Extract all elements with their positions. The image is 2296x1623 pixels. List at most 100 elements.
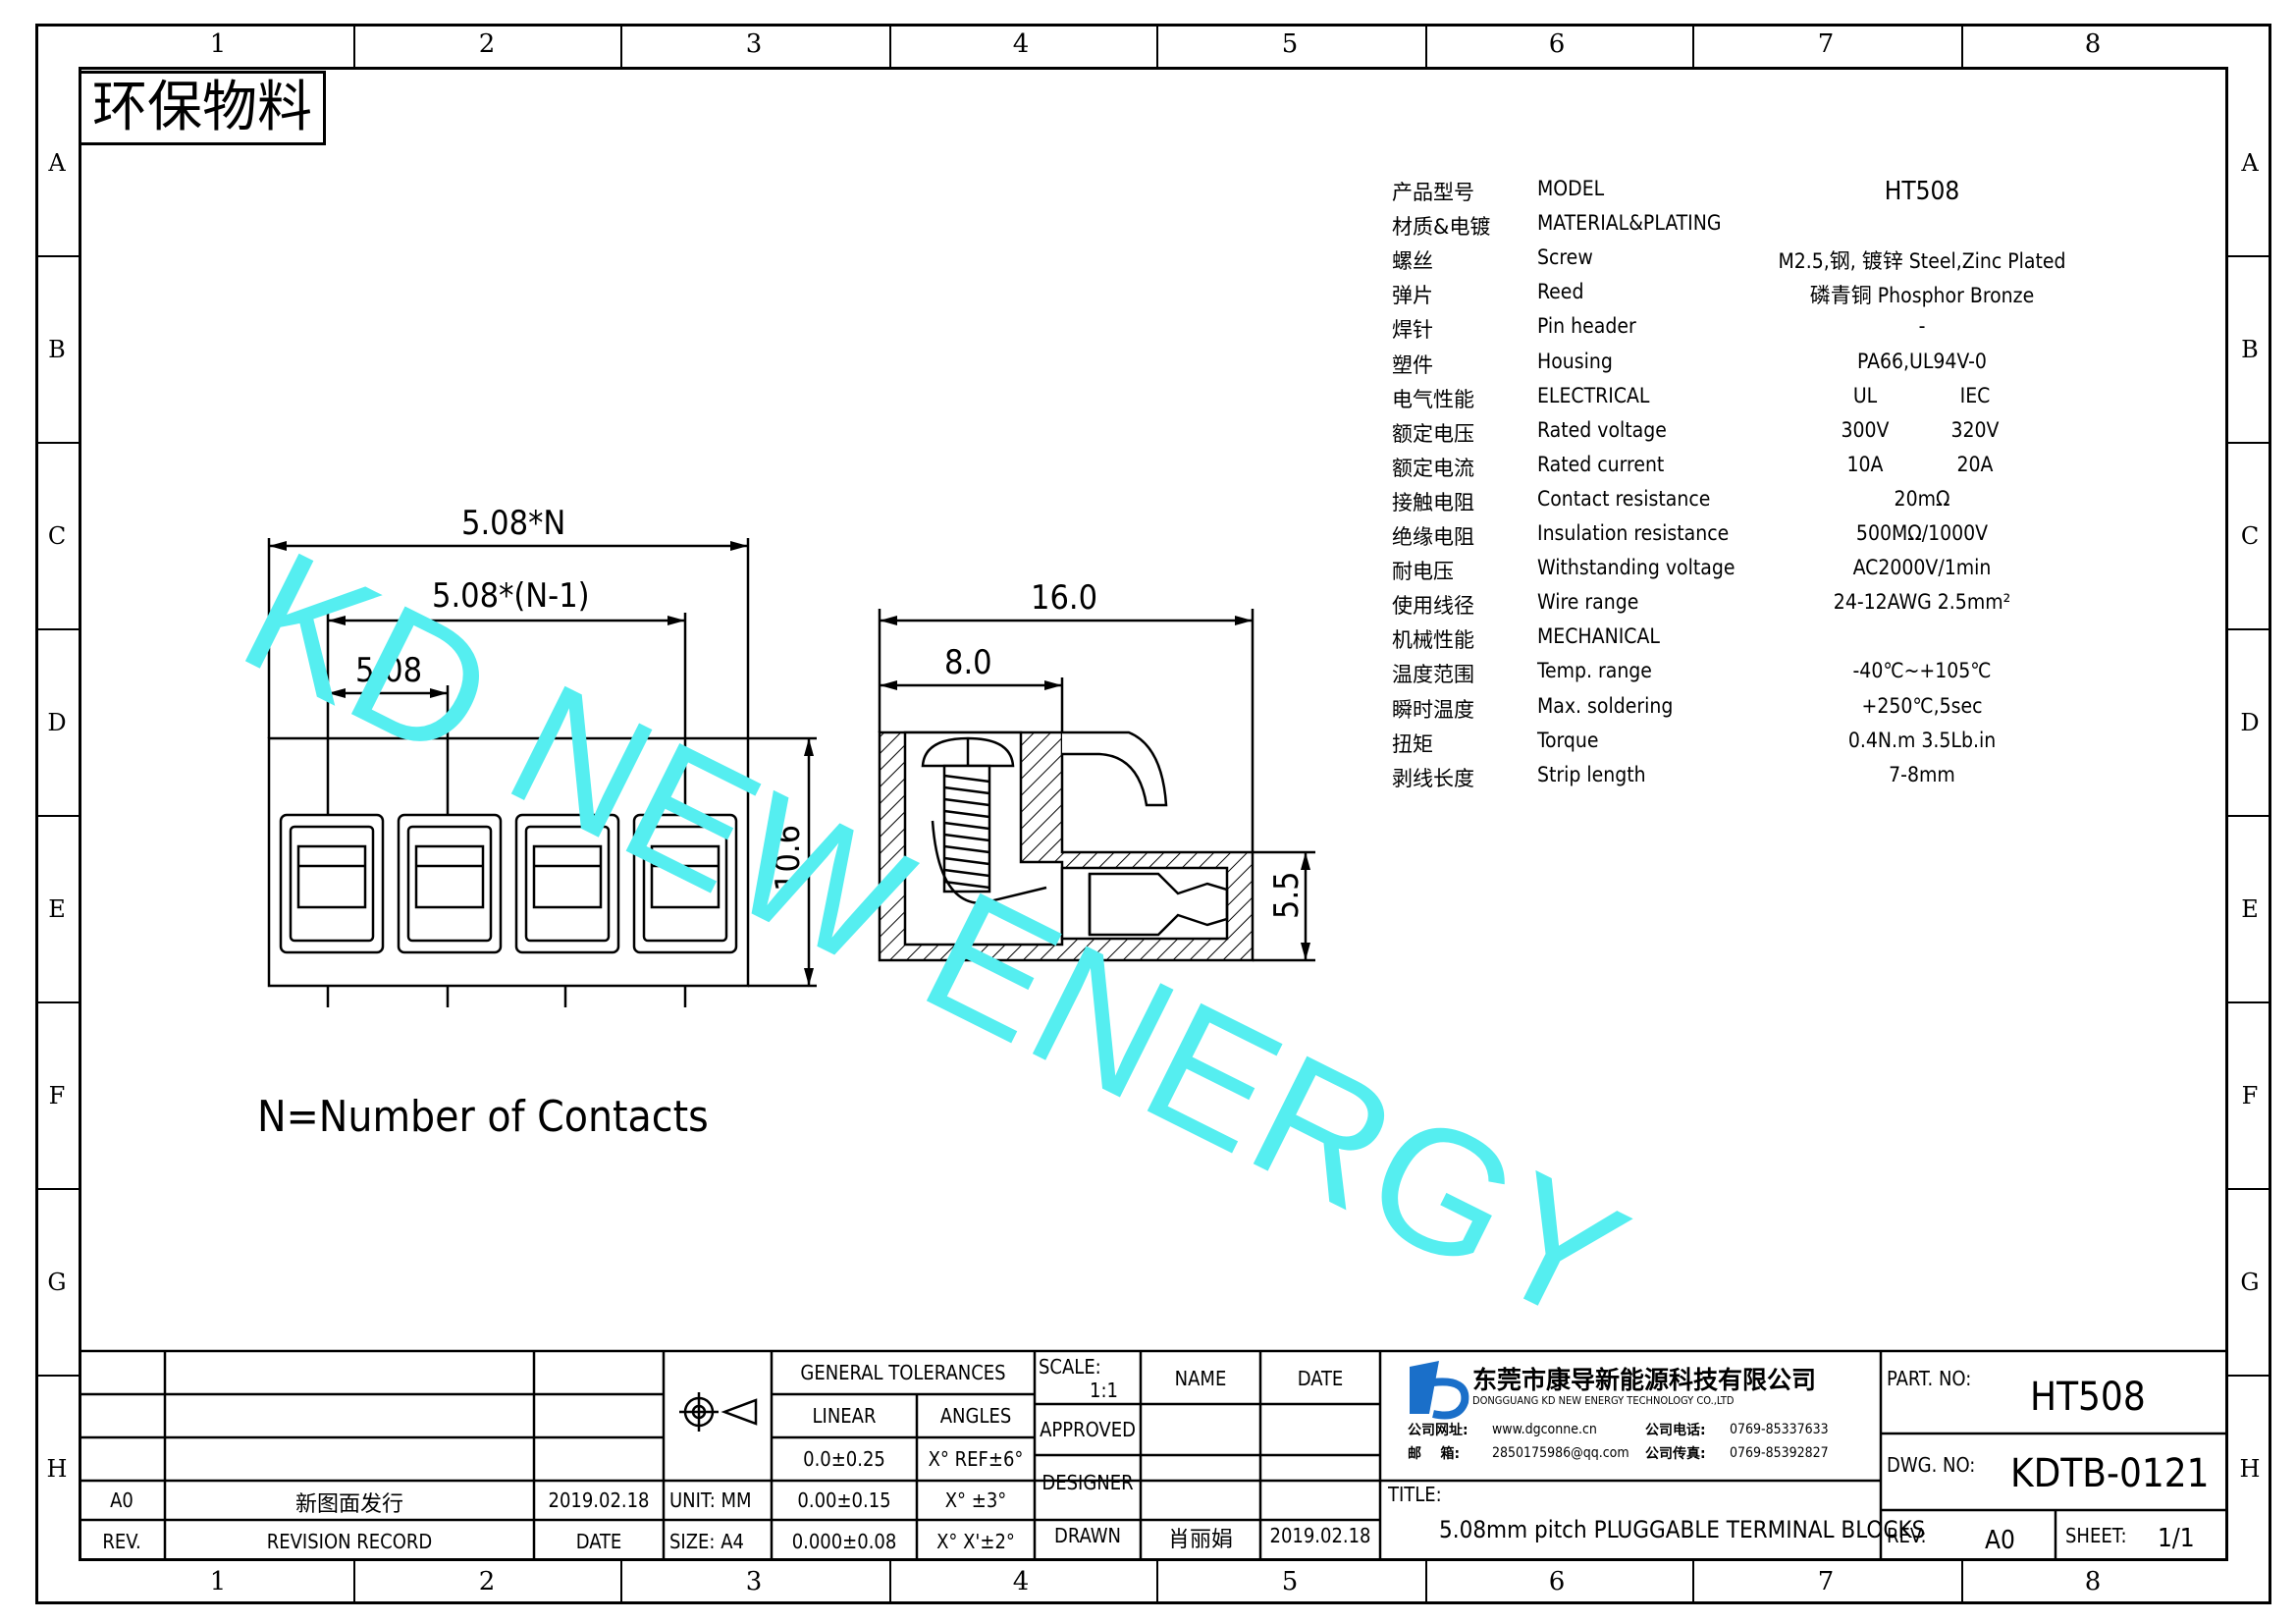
eco-material-label: 环保物料 bbox=[79, 71, 326, 145]
zone-row-B-l: B bbox=[48, 336, 66, 363]
zone-tick bbox=[2228, 1001, 2271, 1003]
tol-angle-2: X° ±3° bbox=[944, 1488, 1007, 1512]
zone-row-H-l: H bbox=[46, 1455, 68, 1483]
spec-cn: 瞬时温度 bbox=[1392, 697, 1474, 722]
angles-label: ANGLES bbox=[939, 1404, 1012, 1428]
spec-cn: 电气性能 bbox=[1392, 387, 1474, 411]
linear-label: LINEAR bbox=[812, 1404, 877, 1428]
contact-opening bbox=[414, 844, 485, 909]
zone-tick bbox=[620, 1561, 622, 1604]
zone-tick bbox=[35, 1001, 79, 1003]
projection-symbol-icon bbox=[679, 1392, 758, 1432]
zone-col-6-top: 6 bbox=[1548, 29, 1566, 59]
tol-linear-1: 0.0±0.25 bbox=[803, 1447, 885, 1471]
general-tolerances-label: GENERAL TOLERANCES bbox=[800, 1361, 1006, 1384]
contact-opening bbox=[279, 813, 385, 954]
spec-val1: 300V bbox=[1841, 417, 1890, 442]
tel: 0769-85337633 bbox=[1730, 1422, 1829, 1437]
contact-opening bbox=[524, 825, 611, 943]
spec-val1: PA66,UL94V-0 bbox=[1857, 349, 1987, 373]
spec-val1: 0.4N.m 3.5Lb.in bbox=[1847, 728, 1997, 752]
rev2-label: REV: bbox=[1887, 1524, 1927, 1547]
zone-row-D-l: D bbox=[47, 709, 67, 736]
zone-col-3-bot: 3 bbox=[745, 1567, 763, 1596]
screw-thread bbox=[943, 844, 990, 854]
dwg-no-label: DWG. NO: bbox=[1887, 1453, 1976, 1477]
zone-col-6-bot: 6 bbox=[1548, 1567, 1566, 1596]
sheet-value: 1/1 bbox=[2158, 1524, 2195, 1553]
spec-en: Max. soldering bbox=[1537, 693, 1674, 718]
zone-tick bbox=[889, 1561, 891, 1604]
zone-tick bbox=[35, 628, 79, 630]
mail: 2850175986@qq.com bbox=[1492, 1445, 1629, 1461]
spec-cn: 塑件 bbox=[1392, 352, 1433, 377]
zone-tick bbox=[1425, 24, 1427, 67]
spec-val1: HT508 bbox=[1884, 177, 1960, 206]
contacts-note: N=Number of Contacts bbox=[257, 1092, 709, 1142]
front-view bbox=[267, 538, 817, 1007]
zone-row-A-r: A bbox=[2241, 149, 2259, 177]
tol-linear-3: 0.000±0.08 bbox=[791, 1530, 897, 1553]
zone-row-B-r: B bbox=[2241, 336, 2259, 363]
dim-pitch: 5.08 bbox=[355, 651, 422, 690]
spec-en: MECHANICAL bbox=[1537, 624, 1660, 649]
spec-en: Contact resistance bbox=[1537, 486, 1711, 511]
unit-label: UNIT: MM bbox=[669, 1488, 752, 1512]
zone-col-5-bot: 5 bbox=[1281, 1567, 1299, 1596]
zone-tick bbox=[2228, 442, 2271, 444]
sheet-label: SHEET: bbox=[2065, 1524, 2127, 1547]
zone-tick bbox=[1156, 1561, 1158, 1604]
company-name-cn: 东莞市康导新能源科技有限公司 bbox=[1472, 1366, 1817, 1394]
zone-tick bbox=[2228, 1375, 2271, 1377]
zone-row-A-l: A bbox=[48, 149, 66, 177]
spec-val1: 10A bbox=[1846, 452, 1884, 476]
outer-frame bbox=[35, 24, 2271, 1604]
rev-text: 新图面发行 bbox=[294, 1492, 403, 1517]
spec-cn: 机械性能 bbox=[1392, 628, 1474, 653]
drawing-title: 5.08mm pitch PLUGGABLE TERMINAL BLOCKS bbox=[1439, 1516, 1926, 1543]
zone-row-C-l: C bbox=[47, 522, 67, 550]
spec-en: MODEL bbox=[1537, 177, 1605, 200]
scale-value: 1:1 bbox=[1090, 1379, 1118, 1402]
spec-val1: +250℃,5sec bbox=[1861, 693, 1983, 718]
spec-val2: IEC bbox=[1959, 383, 1991, 407]
fax-label: 公司传真: bbox=[1645, 1446, 1706, 1462]
dim-total: 5.08*N bbox=[461, 504, 565, 543]
inner-frame bbox=[79, 67, 2228, 1561]
revision-record-label: REVISION RECORD bbox=[266, 1530, 433, 1553]
date-column-label: DATE bbox=[1297, 1367, 1344, 1390]
contact-opening bbox=[514, 813, 620, 954]
screw-thread bbox=[943, 821, 990, 831]
drawn-date: 2019.02.18 bbox=[1269, 1524, 1371, 1547]
zone-tick bbox=[2228, 1188, 2271, 1190]
spec-val1: 20mΩ bbox=[1894, 486, 1950, 511]
screw-thread bbox=[943, 856, 990, 866]
zone-tick bbox=[353, 24, 355, 67]
dim-half-depth: 8.0 bbox=[944, 643, 992, 682]
spec-en: Wire range bbox=[1537, 590, 1639, 615]
spec-cn: 剥线长度 bbox=[1392, 766, 1474, 790]
designer-label: DESIGNER bbox=[1041, 1471, 1134, 1494]
zone-col-2-bot: 2 bbox=[478, 1567, 496, 1596]
spec-val1: M2.5,钢, 镀锌 Steel,Zinc Plated bbox=[1778, 249, 2066, 274]
screw-thread bbox=[943, 774, 990, 784]
zone-col-2-top: 2 bbox=[478, 29, 496, 59]
spec-val1: 500MΩ/1000V bbox=[1855, 521, 1989, 545]
zone-tick bbox=[620, 24, 622, 67]
spec-val1: AC2000V/1min bbox=[1852, 556, 1992, 580]
spec-cn: 材质&电镀 bbox=[1392, 215, 1491, 240]
rev2-value: A0 bbox=[1985, 1526, 2015, 1555]
zone-row-G-l: G bbox=[47, 1269, 67, 1296]
spec-cn: 使用线径 bbox=[1392, 594, 1474, 619]
zone-tick bbox=[2228, 815, 2271, 817]
zone-col-5-top: 5 bbox=[1281, 29, 1299, 59]
spec-val2: 20A bbox=[1956, 452, 1994, 476]
spec-en: Housing bbox=[1537, 349, 1613, 373]
spec-en: Insulation resistance bbox=[1537, 521, 1730, 545]
mail-label: 邮 箱: bbox=[1408, 1446, 1461, 1462]
spec-cn: 额定电压 bbox=[1392, 421, 1474, 446]
part-no-label: PART. NO: bbox=[1887, 1367, 1972, 1390]
spec-cn: 产品型号 bbox=[1392, 181, 1474, 204]
side-view bbox=[878, 609, 1315, 962]
spec-en: MATERIAL&PLATING bbox=[1537, 211, 1722, 236]
